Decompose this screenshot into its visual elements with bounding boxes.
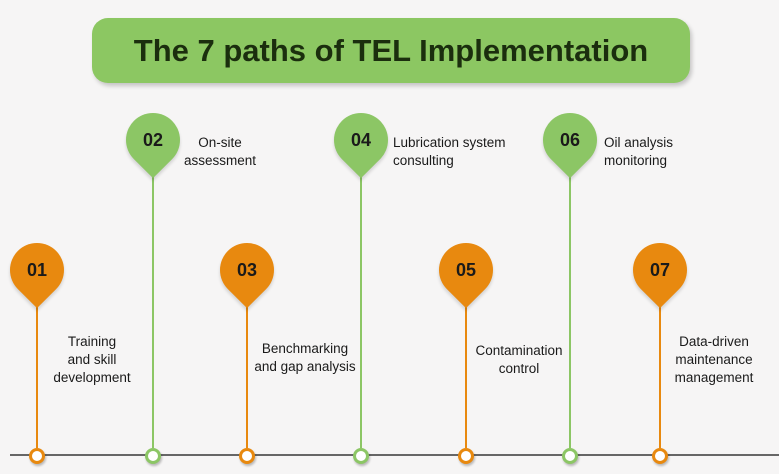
step-stem — [659, 304, 661, 448]
step-number: 07 — [649, 260, 671, 280]
step-stem — [465, 304, 467, 448]
page-title: The 7 paths of TEL Implementation — [133, 32, 649, 68]
step-label: Training and skill development — [53, 334, 131, 385]
step-label: Data-driven maintenance management — [674, 334, 754, 385]
timeline-node — [239, 448, 255, 464]
step-label: Lubrication system consulting — [393, 135, 506, 168]
timeline-axis — [10, 454, 779, 456]
timeline-node — [458, 448, 474, 464]
step-number: 03 — [236, 260, 258, 280]
step-number: 02 — [142, 130, 164, 150]
step-label: Oil analysis monitoring — [604, 135, 674, 168]
timeline-node — [652, 448, 668, 464]
step-number: 05 — [455, 260, 477, 280]
step-number: 04 — [350, 130, 372, 150]
step-label: On-site assessment — [183, 135, 257, 168]
step-stem — [36, 304, 38, 448]
step-stem — [246, 304, 248, 448]
step-stem — [152, 174, 154, 448]
step-number: 06 — [559, 130, 581, 150]
timeline-node — [353, 448, 369, 464]
step-label: Benchmarking and gap analysis — [254, 341, 356, 374]
title-banner: The 7 paths of TEL Implementation — [92, 18, 690, 83]
timeline-node — [29, 448, 45, 464]
step-label: Contamination control — [475, 343, 563, 376]
timeline-node — [145, 448, 161, 464]
timeline-node — [562, 448, 578, 464]
step-stem — [569, 174, 571, 448]
step-stem — [360, 174, 362, 448]
step-number: 01 — [26, 260, 48, 280]
